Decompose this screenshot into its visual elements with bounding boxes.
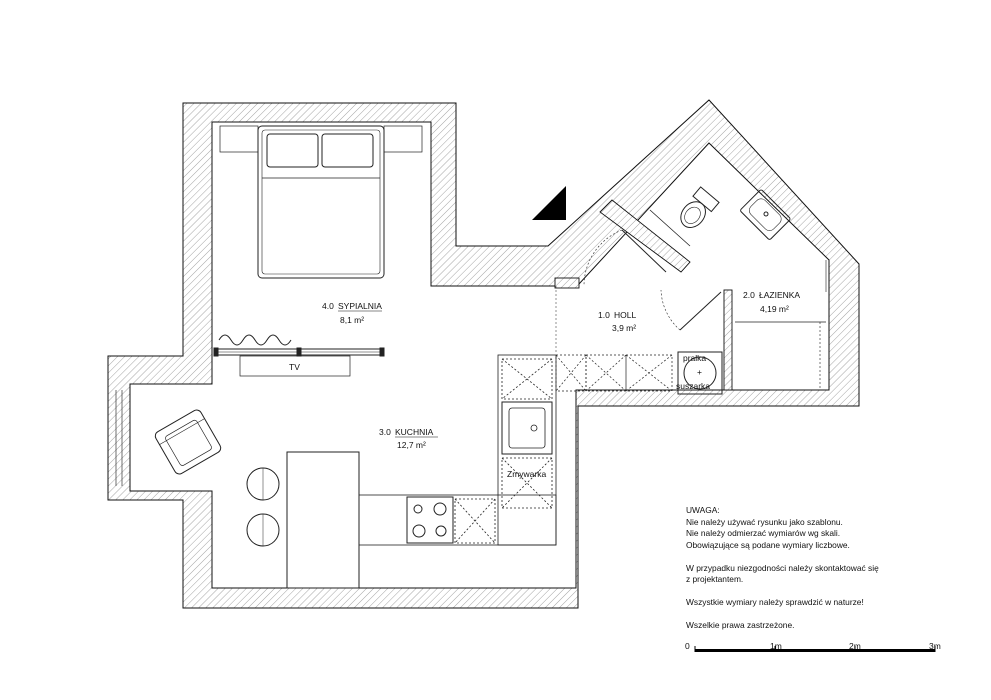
washer-label-2: +: [697, 367, 702, 377]
notes-line: Nie należy używać rysunku jako szablonu.: [686, 516, 843, 527]
notes: UWAGA: Nie należy używać rysunku jako sz…: [686, 505, 879, 632]
svg-text:KUCHNIA: KUCHNIA: [395, 427, 434, 437]
entrance-arrow: [532, 186, 566, 220]
bed: [219, 125, 423, 279]
svg-text:ŁAZIENKA: ŁAZIENKA: [759, 290, 800, 300]
washer-label-1: pralka: [683, 353, 706, 363]
svg-text:4.0: 4.0: [322, 301, 334, 311]
dining-island: [246, 451, 360, 589]
cooktop: [406, 496, 454, 544]
svg-text:4,19 m²: 4,19 m²: [760, 304, 789, 314]
notes-contact: z projektantem.: [686, 574, 744, 584]
room-label-kuchnia: 3.0 KUCHNIA 12,7 m²: [379, 427, 438, 450]
tv-partition: [213, 347, 385, 377]
room-label-lazienka: 2.0 ŁAZIENKA 4,19 m²: [743, 290, 800, 314]
curtain-wave: [218, 334, 292, 346]
svg-text:1.0: 1.0: [598, 310, 610, 320]
washer: [677, 351, 723, 395]
notes-contact: W przypadku niezgodności należy skontakt…: [686, 562, 879, 573]
svg-text:12,7 m²: 12,7 m²: [397, 440, 426, 450]
bathroom-fixtures: [649, 186, 827, 390]
svg-text:3.0: 3.0: [379, 427, 391, 437]
doors: [555, 229, 722, 352]
scale-bar: 0 1m 2m 3m: [685, 641, 941, 652]
notes-verify: Wszystkie wymiary należy sprawdzić w nat…: [686, 597, 864, 607]
svg-text:3,9 m²: 3,9 m²: [612, 323, 636, 333]
svg-text:HOLL: HOLL: [614, 310, 636, 320]
scale-tick-0: 0: [685, 641, 690, 651]
notes-rights: Wszelkie prawa zastrzeżone.: [686, 620, 795, 630]
notes-line: Nie należy odmierzać wymiarów wg skali.: [686, 528, 841, 538]
notes-line: Obowiązujące są podane wymiary liczbowe.: [686, 539, 850, 550]
room-label-holl: 1.0 HOLL 3,9 m²: [598, 310, 636, 333]
svg-text:SYPIALNIA: SYPIALNIA: [338, 301, 382, 311]
hall-wardrobe: [555, 354, 673, 392]
room-label-sypialnia: 4.0 SYPIALNIA 8,1 m²: [322, 301, 382, 325]
washer-label-3: suszarka: [676, 381, 710, 391]
tv-label: TV: [289, 362, 300, 372]
interior-walls: [554, 199, 733, 391]
window-left: [115, 390, 123, 486]
svg-text:8,1 m²: 8,1 m²: [340, 315, 364, 325]
exterior-wall: [107, 99, 860, 609]
scale-tick-1: 1m: [770, 641, 782, 651]
dishwasher-label: Zmywarka: [507, 469, 546, 479]
scale-tick-3: 3m: [929, 641, 941, 651]
kitchen-counters: [358, 354, 557, 546]
armchair: [154, 409, 222, 475]
scale-tick-2: 2m: [849, 641, 861, 651]
notes-heading: UWAGA:: [686, 505, 720, 515]
svg-text:2.0: 2.0: [743, 290, 755, 300]
